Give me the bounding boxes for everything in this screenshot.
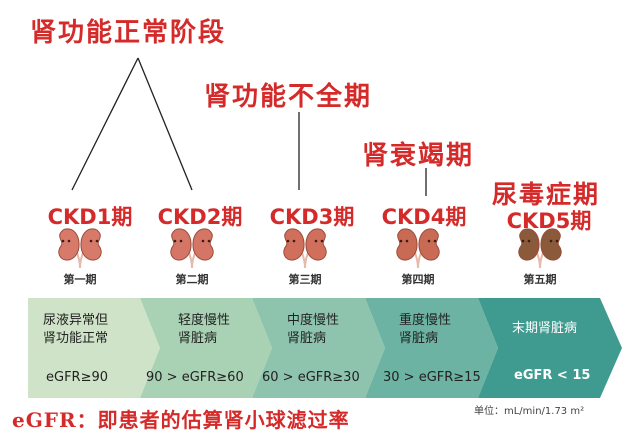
stage2-desc-line2: 肾脏病 (178, 331, 218, 346)
stage-label-4: 第四期 (401, 273, 435, 286)
stage1-egfr: eGFR≥90 (46, 370, 109, 385)
stage2-egfr: 90 > eGFR≥60 (146, 370, 244, 385)
footer-definition: eGFR：即患者的估算肾小球滤过率 (12, 408, 350, 432)
stage3-desc-line1: 中度慢性 (287, 313, 340, 328)
stage-label-2: 第二期 (175, 273, 209, 286)
kidney-icon-4 (396, 228, 440, 269)
ckd2-label: CKD2期 (157, 205, 243, 229)
kidney-icon-5 (518, 228, 562, 269)
band-segment-2 (140, 298, 272, 398)
kidney-icon-3 (283, 228, 327, 269)
stage5-egfr: eGFR < 15 (514, 368, 591, 383)
stage2-desc-line1: 轻度慢性 (178, 313, 231, 328)
kidney-icon-1 (58, 228, 102, 269)
stage1-desc-line1: 尿液异常但 (43, 313, 109, 328)
kidney-icon-2 (170, 228, 214, 269)
stage-label-1: 第一期 (63, 273, 97, 286)
band-segment-4 (365, 298, 498, 398)
connector-normal-right (137, 57, 193, 191)
stage3-desc-line2: 肾脏病 (287, 331, 327, 346)
title-failure-stage: 肾衰竭期 (362, 141, 475, 171)
stage4-desc-line1: 重度慢性 (399, 313, 452, 328)
stage5-desc-line1: 末期肾脏病 (512, 321, 578, 336)
ckd4-label: CKD4期 (381, 205, 467, 229)
title-uremia-stage: 尿毒症期 (492, 180, 601, 209)
title-insufficient-stage: 肾功能不全期 (204, 82, 373, 112)
band-segment-1 (28, 298, 160, 398)
band-segment-5 (478, 298, 622, 398)
connector-normal-left (71, 57, 139, 191)
unit-note: 单位：mL/min/1.73 m² (474, 406, 585, 417)
band-segment-3 (252, 298, 385, 398)
stage1-desc-line2: 肾功能正常 (43, 331, 109, 346)
stage-label-3: 第三期 (288, 273, 322, 286)
ckd1-label: CKD1期 (47, 205, 133, 229)
stage4-desc-line2: 肾脏病 (399, 331, 439, 346)
ckd3-label: CKD3期 (269, 205, 355, 229)
title-normal-stage: 肾功能正常阶段 (30, 18, 227, 48)
stage4-egfr: 30 > eGFR≥15 (383, 370, 481, 385)
stage3-egfr: 60 > eGFR≥30 (262, 370, 360, 385)
stage-label-5: 第五期 (523, 273, 557, 286)
